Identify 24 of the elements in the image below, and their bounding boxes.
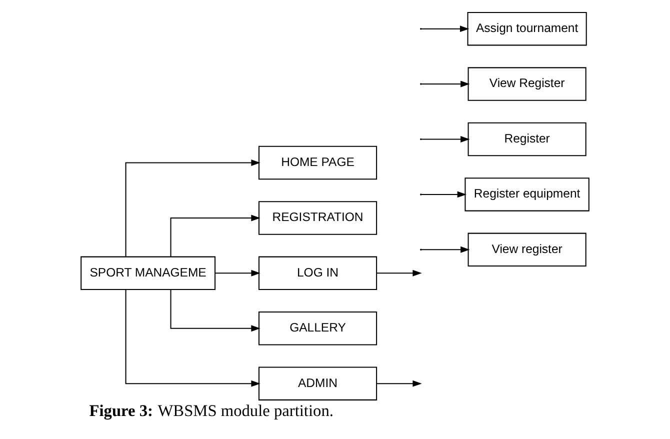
arrow <box>125 290 260 387</box>
arrow <box>376 270 422 276</box>
arrow <box>422 26 470 32</box>
node-box: View Register <box>468 67 586 101</box>
node-box: ADMIN <box>258 366 378 400</box>
caption: Figure 3: WBSMS module partition. <box>89 401 334 420</box>
arrow <box>125 160 260 256</box>
node-box: Assign tournament <box>467 12 587 46</box>
node-box: View register <box>468 232 586 267</box>
arrow <box>215 270 260 276</box>
node-box: SPORT MANAGEME <box>80 256 216 290</box>
node-box: REGISTRATION <box>258 201 378 235</box>
arrow <box>422 80 470 88</box>
arrow <box>422 191 467 198</box>
node-box: HOME PAGE <box>258 146 378 180</box>
arrow <box>376 380 422 387</box>
node-box: LOG IN <box>258 256 378 290</box>
node-box: GALLERY <box>258 312 378 346</box>
arrow <box>422 246 470 253</box>
arrow <box>170 214 260 257</box>
node-box: Register equipment <box>464 178 590 212</box>
arrow <box>422 136 470 142</box>
node-box: Register <box>468 122 586 156</box>
arrow <box>170 290 260 332</box>
